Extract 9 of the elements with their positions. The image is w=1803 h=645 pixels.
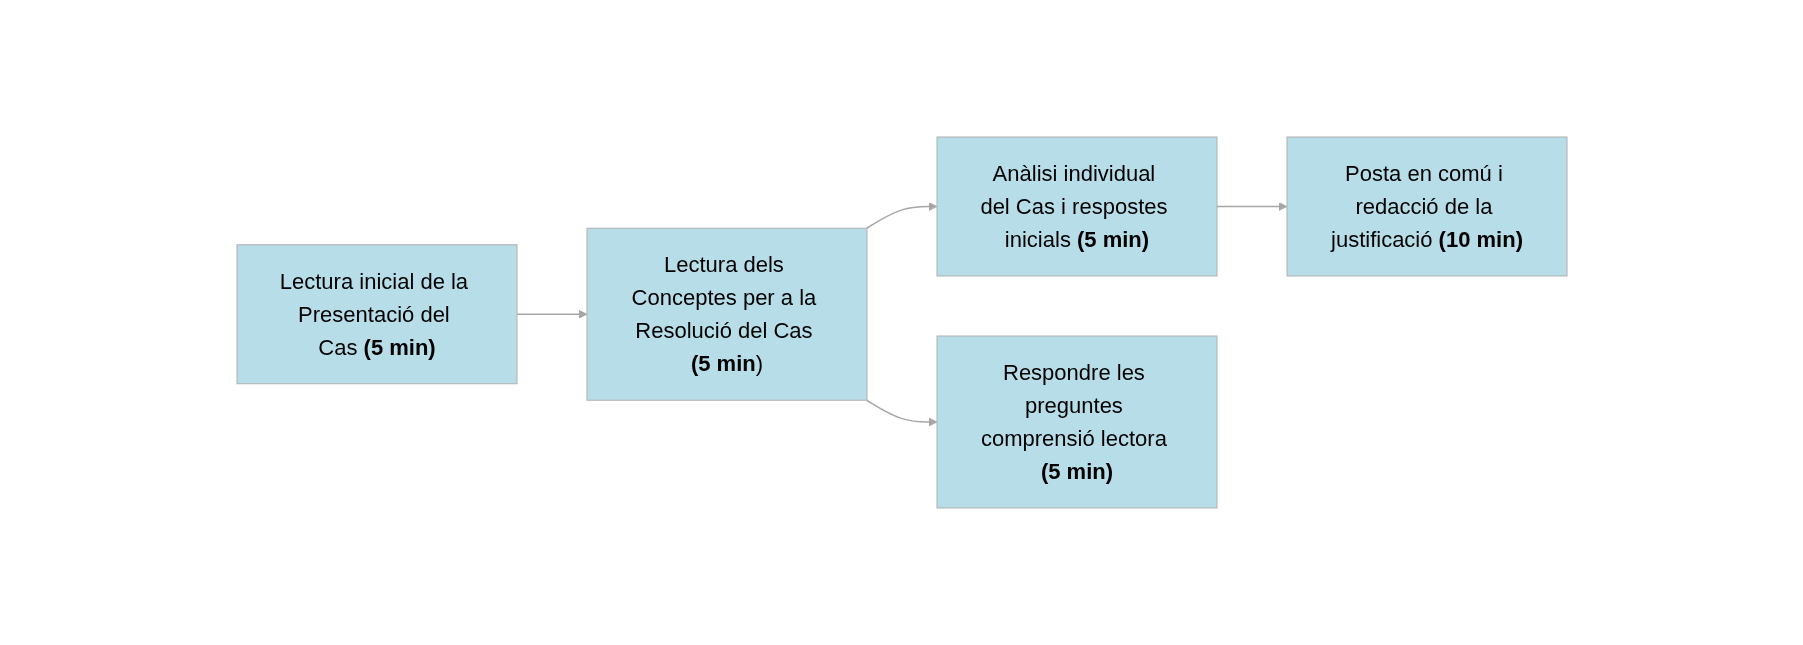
arrow	[865, 202, 937, 229]
arrow	[865, 399, 937, 427]
node-box: Anàlisi individual del Cas i respostes inicials (5 min)	[936, 136, 1217, 277]
arrow	[1215, 202, 1287, 211]
node-box: Lectura dels Conceptes per a la Resolució del Cas (5 min)	[586, 227, 867, 401]
node-box: Lectura inicial de la Presentació del Cas (5 min)	[236, 244, 517, 385]
arrow	[515, 309, 587, 319]
node-box: Respondre les preguntes comprensió lectora (5 min)	[936, 335, 1217, 509]
node-box: Posta en comú i redacció de la justificació (10 min)	[1286, 136, 1567, 277]
